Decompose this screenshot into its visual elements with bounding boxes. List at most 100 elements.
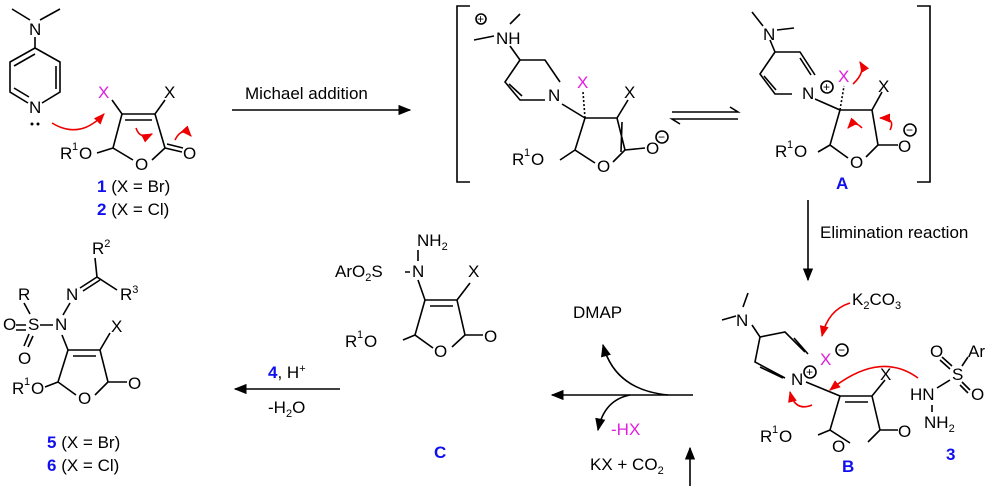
scheme-label: 1 <box>357 329 363 341</box>
scheme-label: N <box>802 84 814 103</box>
scheme-label: CO <box>869 290 895 309</box>
scheme-label: N <box>548 86 560 105</box>
electron-arrow <box>878 113 893 131</box>
scheme-label: N <box>791 370 803 389</box>
scheme-label: N <box>29 98 41 117</box>
scheme-label: X <box>880 365 891 384</box>
scheme-label: NH <box>496 29 521 48</box>
scheme-label: K2CO3 <box>852 290 901 312</box>
scheme-label: 2 <box>365 272 371 284</box>
scheme-label: N <box>736 311 748 330</box>
brackets <box>456 5 931 183</box>
scheme-label: O <box>135 155 148 174</box>
bond-line <box>595 394 631 432</box>
scheme-label: O <box>434 342 447 361</box>
scheme-label: X <box>820 350 831 369</box>
scheme-label: -H <box>268 398 286 417</box>
bond-line <box>903 123 917 137</box>
scheme-label: R2 <box>92 238 110 258</box>
scheme-label: R <box>775 142 787 161</box>
scheme-label: S <box>371 262 382 281</box>
scheme-label: O <box>3 315 16 334</box>
scheme-label: R <box>512 150 524 169</box>
scheme-label: 3 <box>946 445 955 464</box>
scheme-label: O <box>183 144 196 163</box>
bond-line <box>559 99 646 164</box>
scheme-label: O <box>646 139 659 158</box>
electron-arrow <box>51 113 105 131</box>
scheme-label: (X = Cl) <box>111 200 169 219</box>
step-label-water: -H2O <box>268 398 305 420</box>
bond-line <box>96 99 184 161</box>
scheme-label: X <box>878 77 889 96</box>
bond-line <box>503 59 561 101</box>
scheme-label: A <box>836 174 848 193</box>
scheme-label: O <box>79 144 92 163</box>
scheme-label: O <box>898 422 911 441</box>
bond-line <box>655 130 669 144</box>
scheme-label: X <box>577 73 588 92</box>
scheme-label: + <box>823 80 830 94</box>
scheme-label: NH <box>417 231 442 250</box>
scheme-label: NH2 <box>417 231 448 253</box>
bond-line <box>475 13 487 25</box>
scheme-label: O <box>850 153 863 172</box>
bond-line <box>835 343 849 357</box>
electron-arrow <box>788 390 813 408</box>
scheme-label: + <box>299 363 305 375</box>
scheme-label: O <box>971 385 984 404</box>
scheme-label: 2 <box>658 465 664 477</box>
scheme-label: B <box>842 457 854 476</box>
scheme-label: + <box>806 365 813 379</box>
scheme-label: − <box>838 343 845 357</box>
step-label-reagent-4: 4, H+ <box>268 363 306 382</box>
dmap-structure: N N <box>9 8 105 131</box>
scheme-label: (X = Br) <box>111 177 170 196</box>
scheme-label: R <box>120 285 132 304</box>
scheme-label: 3 <box>132 284 138 296</box>
scheme-label: N <box>66 285 78 304</box>
scheme-label: 5 <box>47 433 56 452</box>
scheme-label: N <box>29 20 41 39</box>
scheme-label: R <box>92 239 104 258</box>
scheme-label: O <box>128 374 141 393</box>
scheme-label: − <box>906 123 913 137</box>
scheme-label: , H <box>277 363 299 382</box>
scheme-label: O <box>930 342 943 361</box>
byproduct-dmap: DMAP <box>573 303 622 322</box>
scheme-label: 1 (X = Br) <box>97 177 170 196</box>
scheme-label: NH <box>924 413 949 432</box>
scheme-label: O <box>597 157 610 176</box>
scheme-label: R <box>12 379 24 398</box>
scheme-label: + <box>477 12 484 26</box>
bond-line <box>36 122 40 126</box>
scheme-label: X <box>164 83 175 102</box>
scheme-label: 6 <box>47 456 56 475</box>
scheme-label: 4 <box>268 363 278 382</box>
bond-line <box>751 11 816 95</box>
scheme-label: − <box>658 130 665 144</box>
bond-line <box>473 13 521 61</box>
scheme-label: 2 (X = Cl) <box>97 200 169 219</box>
scheme-label: KX + CO <box>590 455 658 474</box>
scheme-label: 3 <box>895 300 901 312</box>
bond-line <box>820 80 834 94</box>
scheme-label: O <box>794 142 807 161</box>
bond-line <box>402 250 483 349</box>
scheme-label: N <box>55 315 67 334</box>
electron-arrow <box>847 117 863 129</box>
scheme-label: S <box>28 315 39 334</box>
scheme-label: 1 <box>24 376 30 388</box>
scheme-label: ArO2S <box>335 262 383 284</box>
scheme-label: (X = Br) <box>61 433 120 452</box>
sulfonyl-hydrazide-3: O Ar S O HN NH2 3 <box>910 342 985 464</box>
scheme-label: O <box>364 332 377 351</box>
step-label-elimination: Elimination reaction <box>820 223 968 242</box>
scheme-label: 2 <box>442 241 448 253</box>
scheme-label: NH2 <box>924 413 955 435</box>
scheme-label: 2 <box>104 238 110 250</box>
